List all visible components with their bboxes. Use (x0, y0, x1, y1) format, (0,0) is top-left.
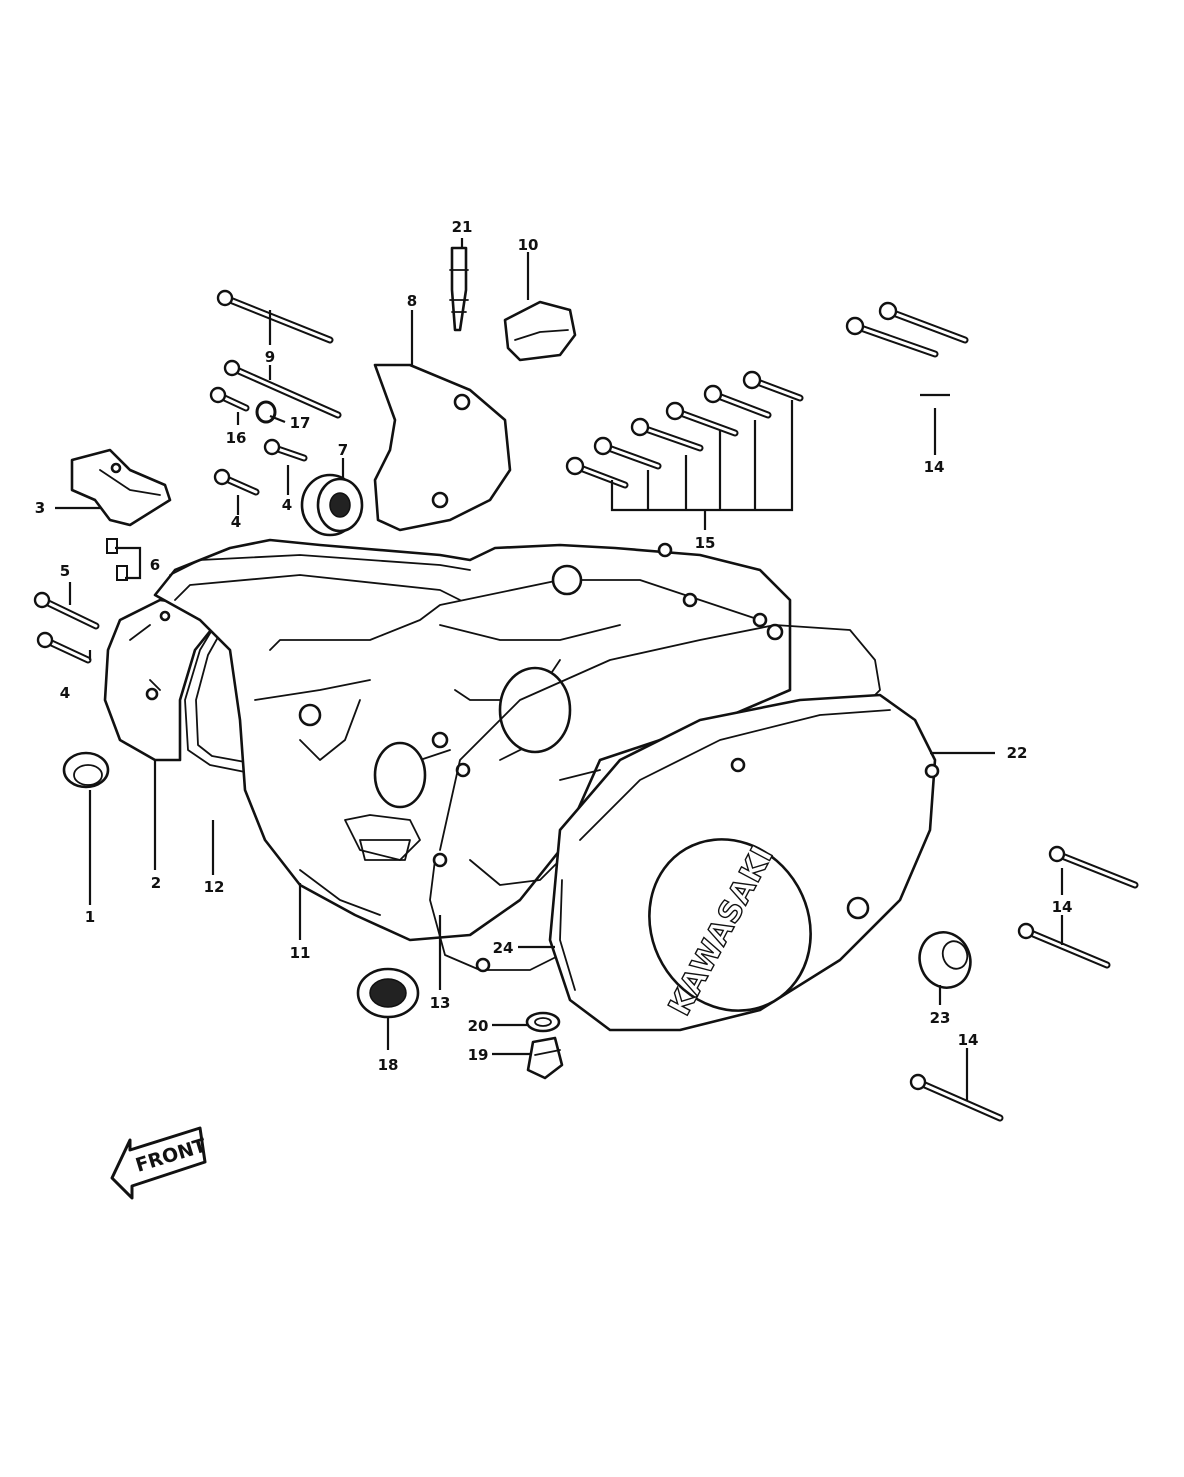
callout-3: 3 (35, 499, 45, 517)
bolt-15-b (593, 436, 662, 470)
callout-4c: 4 (60, 684, 70, 702)
bolts-and-screws (33, 289, 1139, 1122)
bolt-14-a (845, 316, 939, 358)
chain-guide (70, 448, 172, 527)
callout-9: 9 (265, 348, 275, 366)
bolt-15-f (742, 370, 804, 402)
bolt-9-short (223, 359, 342, 419)
callout-4b: 4 (282, 496, 292, 514)
sprocket-cover (373, 363, 512, 532)
screw-6-1 (106, 538, 118, 554)
callout-6: 6 (150, 556, 160, 574)
bolt-9-long (216, 289, 334, 344)
callout-22: 22 (1007, 744, 1028, 762)
damper (918, 931, 972, 989)
callout-labels: 1 2 3 4 4 4 5 6 7 8 9 10 11 12 13 14 14 … (35, 218, 1073, 1074)
leader-lines (55, 238, 1064, 1100)
cap-plug (62, 751, 110, 789)
right-cover-gasket (429, 623, 881, 973)
callout-2: 2 (151, 874, 161, 892)
bolt-14-d (1017, 922, 1111, 969)
callout-16: 16 (226, 429, 247, 447)
callout-5: 5 (60, 562, 70, 580)
bolt-14-e (909, 1073, 1004, 1122)
callout-14b: 14 (1052, 898, 1073, 916)
callout-8: 8 (407, 292, 417, 310)
callout-17: 17 (290, 414, 311, 432)
bearing (300, 473, 364, 537)
screw-4-mid (213, 468, 260, 496)
callout-24: 24 (493, 939, 514, 957)
oil-filler-cap (503, 300, 577, 362)
callout-15: 15 (695, 534, 716, 552)
screw-4-lower (36, 631, 92, 664)
screw-4-upper (263, 438, 308, 462)
callout-13: 13 (430, 994, 451, 1012)
bolt-14-b (878, 301, 969, 344)
callout-10: 10 (518, 236, 539, 254)
screw-6-2 (116, 565, 128, 581)
bolt-5 (33, 591, 100, 630)
callout-20: 20 (468, 1017, 489, 1035)
drain-plug (526, 1036, 564, 1080)
cable-adjuster (449, 246, 469, 332)
crankcase (153, 538, 792, 942)
callout-11: 11 (290, 944, 311, 962)
callout-23: 23 (930, 1009, 951, 1027)
bolt-15-a (565, 456, 629, 489)
front-arrow: FRONT (110, 1126, 209, 1200)
screw-16 (209, 386, 250, 412)
gasket-washer (525, 1011, 561, 1033)
bolt-15-d (665, 401, 739, 437)
callout-14a: 14 (924, 458, 945, 476)
callout-14c: 14 (958, 1031, 979, 1049)
callout-18: 18 (378, 1056, 399, 1074)
oil-strainer (356, 967, 420, 1019)
callout-4a: 4 (231, 513, 241, 531)
callout-21: 21 (452, 218, 473, 236)
bolt-14-c (1048, 845, 1139, 889)
bolt-15-e (703, 384, 772, 419)
callout-7: 7 (338, 441, 348, 459)
washer-17 (255, 400, 277, 424)
clutch-cover: KAWASAKI (548, 693, 940, 1032)
bolt-15-c (630, 417, 704, 452)
callout-19: 19 (468, 1046, 489, 1064)
callout-12: 12 (204, 878, 225, 896)
left-engine-cover (103, 598, 217, 762)
callout-1: 1 (85, 908, 95, 926)
